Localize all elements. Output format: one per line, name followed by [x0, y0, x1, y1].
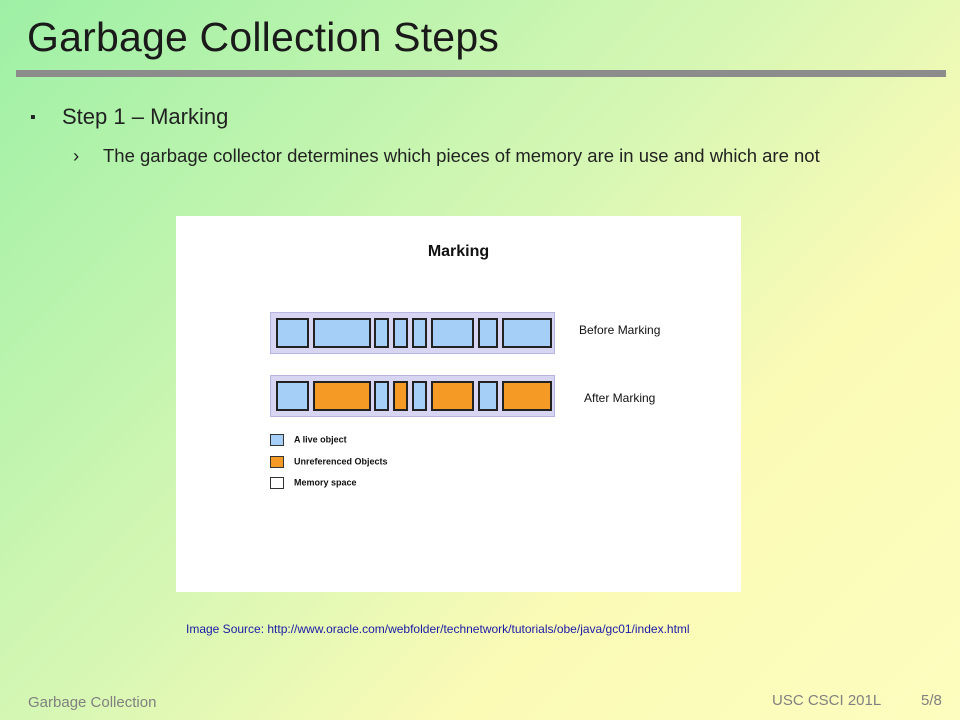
bullet-step-1-text: Step 1 – Marking [62, 104, 229, 129]
image-source-link[interactable]: Image Source: http://www.oracle.com/webf… [186, 622, 690, 636]
sub-bullet-text: The garbage collector determines which p… [103, 145, 820, 166]
memory-bar-before [270, 312, 555, 354]
memory-cell [502, 318, 552, 348]
slide-title: Garbage Collection Steps [27, 14, 500, 60]
legend-memory-space: Memory space [270, 477, 357, 489]
memory-cell [431, 318, 474, 348]
memory-bar-after [270, 375, 555, 417]
memory-cell [502, 381, 552, 411]
after-marking-label: After Marking [584, 391, 656, 405]
memory-cell [374, 381, 389, 411]
memory-cell [313, 318, 371, 348]
footer-course: USC CSCI 201L [772, 692, 882, 709]
footer-topic: Garbage Collection [28, 694, 157, 711]
memory-cell [431, 381, 474, 411]
legend-swatch-memory-space [270, 477, 284, 489]
legend-memory-space-label: Memory space [294, 477, 357, 488]
legend-unreferenced-label: Unreferenced Objects [294, 456, 388, 467]
memory-cell [393, 381, 408, 411]
memory-cell [374, 318, 389, 348]
legend-live: A live object [270, 434, 347, 446]
memory-cell [393, 318, 408, 348]
memory-cell [478, 318, 498, 348]
before-marking-label: Before Marking [579, 323, 661, 337]
marking-diagram: Marking Before Marking After Marking A l… [176, 216, 741, 592]
footer-page-number: 5/8 [921, 692, 942, 709]
memory-cell [313, 381, 371, 411]
legend-swatch-unreferenced [270, 456, 284, 468]
legend-live-label: A live object [294, 434, 347, 445]
square-bullet-icon: ▪ [30, 109, 36, 126]
memory-cell [276, 381, 309, 411]
memory-cell [412, 318, 427, 348]
diagram-title: Marking [427, 243, 490, 260]
memory-cell [478, 381, 498, 411]
memory-cell [412, 381, 427, 411]
bullet-step-1: ▪ Step 1 – Marking [30, 104, 228, 130]
title-divider [16, 70, 946, 77]
chevron-bullet-icon: › [73, 145, 80, 166]
memory-cell [276, 318, 309, 348]
legend-unreferenced: Unreferenced Objects [270, 456, 388, 468]
legend-swatch-live [270, 434, 284, 446]
sub-bullet-description: › The garbage collector determines which… [73, 143, 893, 169]
